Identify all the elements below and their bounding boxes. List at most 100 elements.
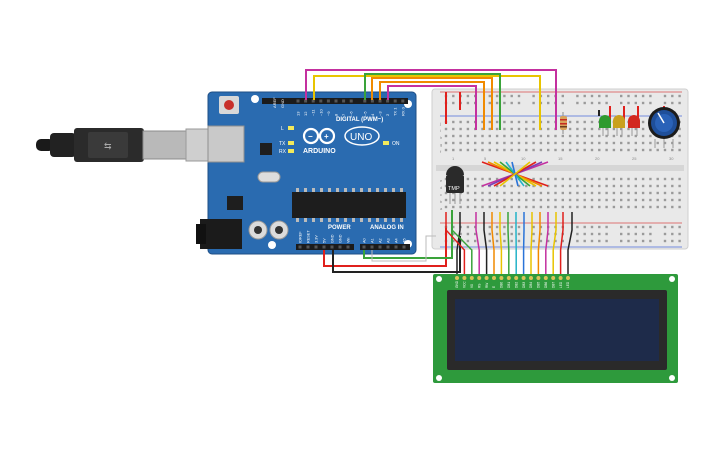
bb-hole[interactable] (445, 135, 447, 137)
power-pin-hole[interactable] (315, 246, 318, 249)
bb-hole[interactable] (532, 199, 534, 201)
lcd-pin[interactable] (470, 276, 474, 280)
bb-hole[interactable] (613, 185, 615, 187)
bb-hole[interactable] (474, 135, 476, 137)
bb-hole[interactable] (496, 206, 498, 208)
bb-hole[interactable] (452, 135, 454, 137)
bb-hole[interactable] (452, 128, 454, 130)
bb-hole[interactable] (664, 206, 666, 208)
bb-hole[interactable] (489, 199, 491, 201)
bb-hole[interactable] (598, 135, 600, 137)
bb-hole[interactable] (657, 206, 659, 208)
bb-rail-hole[interactable] (627, 226, 629, 228)
bb-hole[interactable] (635, 142, 637, 144)
bb-hole[interactable] (613, 135, 615, 137)
bb-hole[interactable] (576, 135, 578, 137)
bb-hole[interactable] (657, 178, 659, 180)
bb-rail-hole[interactable] (635, 102, 637, 104)
bb-rail-hole[interactable] (532, 102, 534, 104)
bb-rail-hole[interactable] (503, 233, 505, 235)
bb-hole[interactable] (467, 149, 469, 151)
bb-hole[interactable] (591, 142, 593, 144)
bb-hole[interactable] (452, 121, 454, 123)
bb-hole[interactable] (613, 178, 615, 180)
bb-hole[interactable] (518, 128, 520, 130)
bb-hole[interactable] (489, 192, 491, 194)
bb-hole[interactable] (591, 135, 593, 137)
bb-hole[interactable] (496, 192, 498, 194)
bb-rail-hole[interactable] (635, 95, 637, 97)
bb-hole[interactable] (540, 149, 542, 151)
bb-hole[interactable] (627, 149, 629, 151)
bb-rail-hole[interactable] (584, 233, 586, 235)
bb-rail-hole[interactable] (511, 240, 513, 242)
digital-pin-hole[interactable] (342, 100, 345, 103)
bb-rail-hole[interactable] (518, 226, 520, 228)
bb-hole[interactable] (649, 192, 651, 194)
bb-hole[interactable] (576, 185, 578, 187)
bb-rail-hole[interactable] (671, 226, 673, 228)
bb-hole[interactable] (605, 149, 607, 151)
bb-hole[interactable] (671, 192, 673, 194)
bb-hole[interactable] (554, 192, 556, 194)
lcd-pin[interactable] (522, 276, 526, 280)
bb-hole[interactable] (525, 149, 527, 151)
bb-hole[interactable] (605, 128, 607, 130)
lcd-pin[interactable] (559, 276, 563, 280)
bb-rail-hole[interactable] (649, 95, 651, 97)
bb-rail-hole[interactable] (503, 95, 505, 97)
bb-hole[interactable] (481, 149, 483, 151)
bb-hole[interactable] (678, 192, 680, 194)
bb-rail-hole[interactable] (489, 226, 491, 228)
bb-rail-hole[interactable] (452, 102, 454, 104)
bb-rail-hole[interactable] (540, 240, 542, 242)
breadboard[interactable]: j i h g f e d c b a 1 5 10 15 20 25 30 (432, 89, 688, 249)
bb-rail-hole[interactable] (671, 102, 673, 104)
bb-hole[interactable] (642, 149, 644, 151)
bb-hole[interactable] (598, 206, 600, 208)
bb-hole[interactable] (671, 178, 673, 180)
bb-hole[interactable] (511, 128, 513, 130)
bb-hole[interactable] (525, 192, 527, 194)
bb-hole[interactable] (591, 178, 593, 180)
bb-hole[interactable] (605, 178, 607, 180)
bb-hole[interactable] (569, 178, 571, 180)
bb-hole[interactable] (642, 135, 644, 137)
bb-rail-hole[interactable] (496, 226, 498, 228)
bb-rail-hole[interactable] (671, 95, 673, 97)
bb-hole[interactable] (576, 121, 578, 123)
bb-hole[interactable] (605, 135, 607, 137)
bb-hole[interactable] (540, 206, 542, 208)
bb-hole[interactable] (678, 206, 680, 208)
bb-rail-hole[interactable] (642, 95, 644, 97)
bb-hole[interactable] (642, 178, 644, 180)
bb-rail-hole[interactable] (562, 102, 564, 104)
bb-hole[interactable] (649, 135, 651, 137)
bb-hole[interactable] (627, 199, 629, 201)
bb-hole[interactable] (598, 128, 600, 130)
bb-hole[interactable] (452, 142, 454, 144)
bb-rail-hole[interactable] (496, 102, 498, 104)
bb-rail-hole[interactable] (649, 240, 651, 242)
bb-rail-hole[interactable] (503, 102, 505, 104)
bb-hole[interactable] (474, 149, 476, 151)
bb-rail-hole[interactable] (452, 95, 454, 97)
bb-hole[interactable] (525, 199, 527, 201)
bb-hole[interactable] (518, 135, 520, 137)
bb-hole[interactable] (518, 192, 520, 194)
bb-hole[interactable] (459, 135, 461, 137)
bb-hole[interactable] (584, 135, 586, 137)
bb-hole[interactable] (584, 178, 586, 180)
bb-rail-hole[interactable] (620, 102, 622, 104)
bb-hole[interactable] (642, 185, 644, 187)
bb-hole[interactable] (642, 199, 644, 201)
bb-rail-hole[interactable] (605, 240, 607, 242)
bb-hole[interactable] (532, 149, 534, 151)
bb-hole[interactable] (532, 121, 534, 123)
bb-hole[interactable] (503, 135, 505, 137)
bb-hole[interactable] (503, 121, 505, 123)
bb-hole[interactable] (540, 142, 542, 144)
bb-hole[interactable] (569, 199, 571, 201)
bb-hole[interactable] (547, 192, 549, 194)
bb-rail-hole[interactable] (598, 102, 600, 104)
